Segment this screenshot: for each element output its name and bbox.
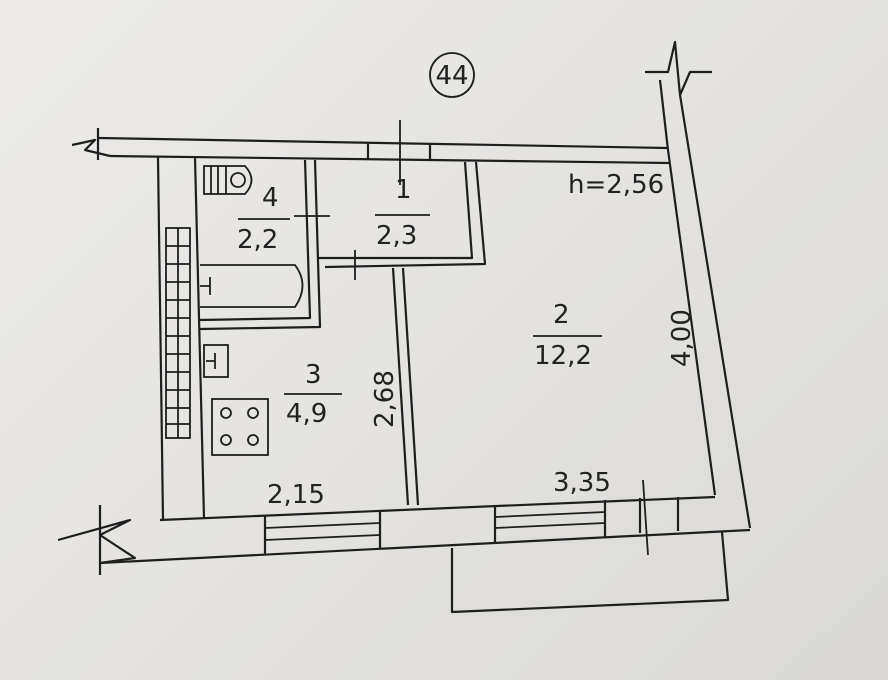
apartment-number: 44 — [435, 61, 468, 91]
window-room — [493, 500, 607, 543]
toilet-icon — [203, 165, 253, 195]
radiator — [165, 227, 191, 439]
room-2-depth-dimension: 4,00 — [667, 309, 697, 367]
kitchen-width-dimension: 2,15 — [267, 480, 325, 510]
top-wall — [71, 120, 671, 185]
room-2-width-dimension: 3,35 — [553, 468, 611, 498]
room-3-number: 3 — [305, 360, 322, 390]
kitchen-room-partition — [391, 267, 420, 506]
ceiling-height: h=2,56 — [568, 170, 664, 200]
room-2-number: 2 — [553, 300, 570, 330]
room-4-area: 2,2 — [237, 225, 278, 255]
sink-icon — [203, 344, 229, 378]
window-kitchen — [263, 510, 382, 555]
corridor — [318, 161, 487, 280]
room-1-number: 1 — [395, 175, 412, 205]
room-1-area: 2,3 — [376, 221, 417, 251]
bottom-wall — [57, 479, 751, 575]
kitchen-depth-dimension: 2,68 — [370, 370, 400, 428]
room-4-number: 4 — [262, 183, 279, 213]
left-wall — [156, 156, 206, 521]
room-2-area: 12,2 — [534, 341, 592, 371]
balcony — [450, 531, 730, 614]
stove-icon — [211, 398, 269, 456]
right-wall — [645, 40, 752, 529]
room-3-area: 4,9 — [286, 399, 327, 429]
bathtub-icon — [200, 264, 304, 308]
apartment-number-badge: 44 — [429, 52, 475, 98]
bathroom — [199, 159, 330, 331]
